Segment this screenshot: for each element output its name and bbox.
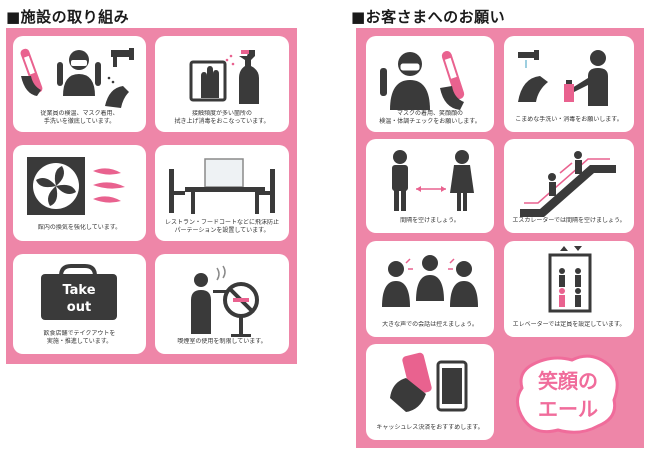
card-caption: キャッシュレス決済をおすすめします。 [376,424,484,431]
card-caption: エスカレーターでは間隔を空けましょう。 [512,217,626,224]
takeout-bag-icon: Take out [41,264,117,320]
card-caption: エレベーターでは定員を設定しています。 [512,321,626,328]
card-caption: 喫煙室の使用を制限しています。 [177,338,267,345]
card-quiet-talk: 大きな声での会話は控えましょう。 [366,241,494,337]
quiet-talk-icon [382,255,478,307]
heading-customer-requests: ■お客さまへのお願い [351,8,506,26]
card-caption: 館内の換気を強化しています。 [37,224,122,231]
card-ventilation: 館内の換気を強化しています。 [13,145,146,241]
smile-yell-badge: 笑顔の エール [516,354,619,434]
card-no-smoking: 喫煙室の使用を制限しています。 [155,254,289,354]
card-caption: 間隔を空けましょう。 [400,217,460,224]
card-social-distance: 間隔を空けましょう。 [366,139,494,233]
heading-facility-measures: ■施設の取り組み [6,8,130,26]
takeout-bag-text-2: out [67,300,91,315]
card-partition: レストラン・フードコートなどに飛沫防止パーテーションを設置しています。 [155,145,289,241]
hand-sanitize-icon [518,50,608,106]
staff-hygiene-icon [20,48,134,108]
disinfect-spray-icon [189,50,259,104]
no-smoking-icon [191,265,259,337]
card-disinfect: 接触頻度が多い箇所の拭き上げ消毒をおこなっています。 [155,36,289,132]
card-cashless: キャッシュレス決済をおすすめします。 [366,344,494,440]
card-caption: 飲食店舗でテイクアウトを実施・推進しています。 [43,330,116,345]
escalator-icon [520,151,616,217]
card-staff-hygiene: 従業員の検温、マスク着用、手洗いを徹底しています。 [13,36,146,132]
card-hand-sanitize: こまめな手洗い・消毒をお願いします。 [504,36,634,132]
card-caption: レストラン・フードコートなどに飛沫防止パーテーションを設置しています。 [164,219,279,234]
card-caption: 大きな声での会話は控えましょう。 [382,321,478,328]
facility-measures-panel: 従業員の検温、マスク着用、手洗いを徹底しています。 接触頻度が多い箇所の拭き上げ… [6,28,297,364]
card-caption: こまめな手洗い・消毒をお願いします。 [515,116,623,123]
mask-thermometer-icon [380,50,465,110]
customer-requests-panel: マスクの着用、笑顔顔の検温・体調チェックをお願いします。 こまめな手洗い・消毒を… [356,28,644,448]
badge-line-1: 笑顔の [538,369,598,393]
takeout-bag-text-1: Take [62,283,95,298]
elevator-icon [548,246,592,313]
card-mask-check: マスクの着用、笑顔顔の検温・体調チェックをお願いします。 [366,36,494,132]
social-distance-icon [392,150,474,211]
ventilation-fan-icon [27,157,125,215]
card-caption: 従業員の検温、マスク着用、手洗いを徹底しています。 [40,110,119,125]
card-caption: マスクの着用、笑顔顔の検温・体調チェックをお願いします。 [379,110,481,125]
card-escalator: エスカレーターでは間隔を空けましょう。 [504,139,634,233]
badge-line-2: エール [538,397,598,421]
card-takeout: Take out 飲食店舗でテイクアウトを実施・推進しています。 [13,254,146,354]
card-caption: 接触頻度が多い箇所の拭き上げ消毒をおこなっています。 [174,110,270,125]
cashless-phone-icon [390,352,468,412]
card-elevator: エレベーターでは定員を設定しています。 [504,241,634,337]
partition-table-icon [169,158,275,214]
